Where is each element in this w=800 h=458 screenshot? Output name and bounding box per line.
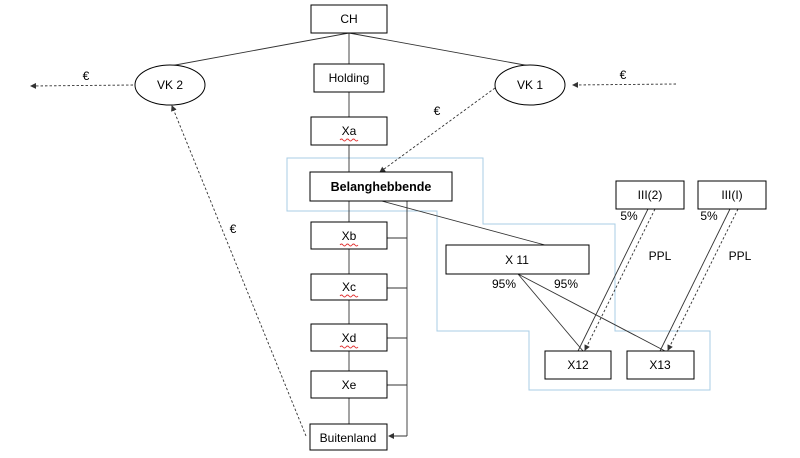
- node-vk1-label: VK 1: [517, 78, 543, 92]
- ppl-label-1: PPL: [649, 249, 672, 263]
- euro-right-label: €: [620, 68, 627, 82]
- vk1-belanghebbende-arrow: [379, 87, 496, 173]
- node-xb: Xb: [310, 221, 388, 250]
- node-ch: CH: [310, 4, 388, 34]
- node-xd: Xd: [310, 323, 388, 352]
- node-vk1: VK 1: [494, 64, 566, 106]
- ch-vk2-line: [169, 32, 350, 67]
- belanghebbende-x11-line: [377, 199, 546, 246]
- buitenland-vk2-arrow: [171, 105, 307, 437]
- vk1-inflow-arrow: [572, 81, 677, 88]
- x11-x13-line: [517, 273, 666, 352]
- euro-vk2-label: €: [230, 222, 237, 236]
- iii2-x12-ppl-arrow: [584, 208, 656, 351]
- ch-vk1-line: [348, 32, 531, 67]
- node-belanghebbende-label: Belanghebbende: [331, 180, 432, 194]
- pct-iii1-label: 5%: [700, 209, 718, 223]
- ppl-label-2: PPL: [729, 249, 752, 263]
- x11-x12-line: [517, 273, 584, 352]
- node-xb-label: Xb: [342, 229, 357, 243]
- node-vk2: VK 2: [134, 64, 206, 106]
- node-x11-label: X 11: [505, 253, 529, 267]
- node-x12-label: X12: [567, 358, 589, 372]
- iii2-x12-line: [577, 208, 649, 352]
- node-xc-label: Xc: [342, 280, 356, 294]
- node-xe: Xe: [310, 370, 388, 399]
- node-buitenland: Buitenland: [309, 423, 388, 451]
- node-x12: X12: [544, 350, 612, 380]
- node-x13-label: X13: [649, 358, 671, 372]
- node-ch-label: CH: [340, 12, 357, 26]
- node-holding: Holding: [313, 63, 385, 93]
- node-xa: Xa: [310, 116, 388, 146]
- node-xe-label: Xe: [342, 378, 357, 392]
- node-iii1-label: III(I): [721, 188, 742, 202]
- node-belanghebbende: Belanghebbende: [309, 171, 453, 202]
- vk2-outflow-arrow: [30, 82, 134, 89]
- euro-left-label: €: [83, 69, 90, 83]
- node-xd-label: Xd: [342, 331, 357, 345]
- node-iii2: III(2): [615, 180, 685, 210]
- pct-x11-left-label: 95%: [492, 277, 516, 291]
- node-x13: X13: [626, 350, 695, 380]
- node-xc: Xc: [310, 273, 388, 301]
- node-buitenland-label: Buitenland: [320, 431, 377, 445]
- fiscal-unity-region: [286, 157, 711, 391]
- euro-mid-label: €: [434, 104, 441, 118]
- node-xa-label: Xa: [342, 124, 357, 138]
- pct-x11-right-label: 95%: [554, 277, 578, 291]
- iii1-x13-line: [659, 208, 731, 352]
- node-iii1: III(I): [697, 180, 767, 210]
- node-vk2-label: VK 2: [157, 78, 183, 92]
- node-holding-label: Holding: [329, 71, 370, 85]
- node-iii2-label: III(2): [638, 188, 663, 202]
- pct-iii2-label: 5%: [620, 209, 638, 223]
- node-x11: X 11: [445, 244, 590, 275]
- iii1-x13-ppl-arrow: [667, 208, 739, 351]
